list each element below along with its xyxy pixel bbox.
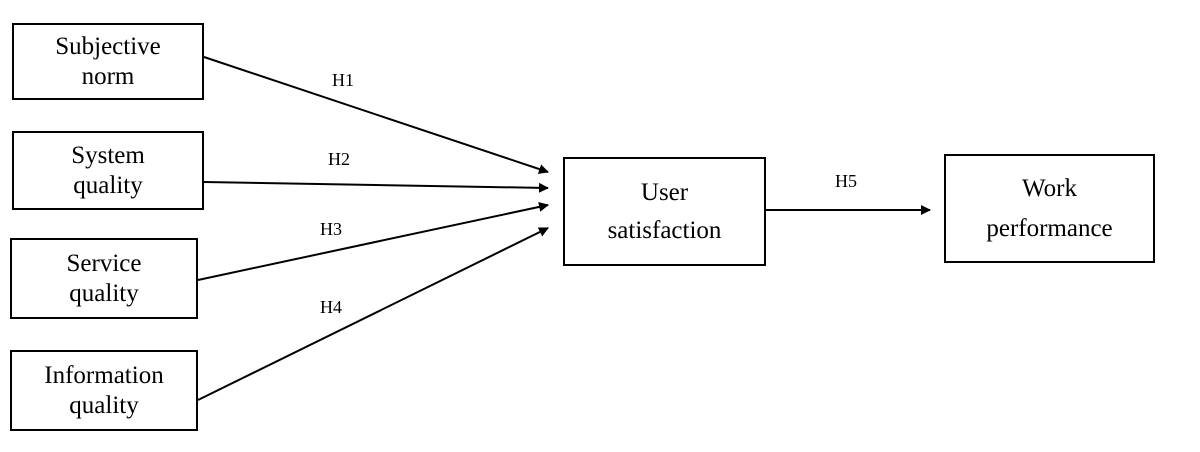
hypothesis-label-h2: H2	[328, 149, 350, 169]
arrow-h3	[197, 201, 549, 281]
service-quality-line-2: quality	[69, 279, 139, 307]
hypothesis-label-h4: H4	[320, 297, 342, 317]
service-quality-line-1: Service	[66, 249, 142, 277]
subjective-norm-line-2: norm	[81, 62, 135, 90]
arrow-h1	[203, 56, 549, 174]
system-quality-line-2: quality	[73, 171, 143, 199]
information-quality-line-2: quality	[69, 391, 139, 419]
hypothesis-label-h3: H3	[320, 219, 342, 239]
user-satisfaction-box: User satisfaction	[563, 157, 766, 266]
user-satisfaction-line-2: satisfaction	[607, 216, 722, 244]
user-satisfaction-line-1: User	[640, 178, 689, 206]
system-quality-line-1: System	[71, 141, 145, 169]
system-quality-box: System quality	[12, 131, 204, 210]
subjective-norm-line-1: Subjective	[55, 32, 161, 60]
subjective-norm-box: Subjective norm	[12, 23, 204, 100]
information-quality-box: Information quality	[10, 350, 198, 431]
hypothesis-label-h1: H1	[332, 70, 354, 90]
information-quality-line-1: Information	[44, 361, 164, 389]
service-quality-box: Service quality	[10, 238, 198, 319]
work-performance-box: Work performance	[944, 154, 1155, 263]
hypothesis-label-h5: H5	[835, 171, 857, 191]
arrow-h2	[203, 181, 549, 193]
arrow-h4	[197, 227, 549, 401]
work-performance-line-1: Work	[1022, 174, 1077, 202]
work-performance-line-2: performance	[986, 214, 1113, 242]
